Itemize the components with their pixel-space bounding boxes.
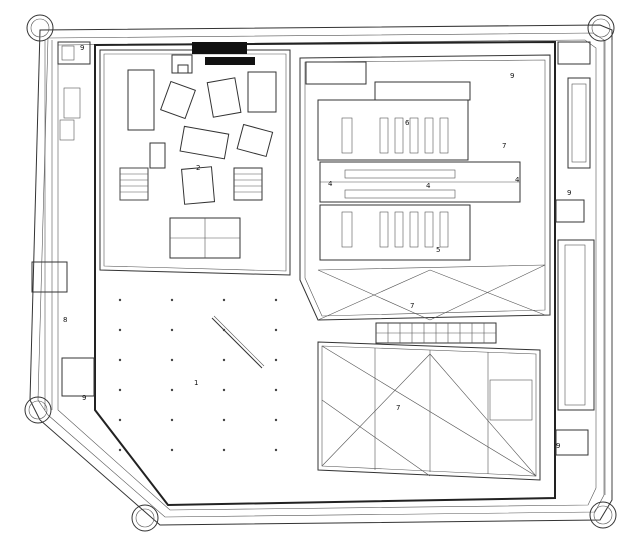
zone-label-7a: 7: [502, 142, 506, 150]
zone-label-9b: 9: [82, 394, 86, 402]
column-marker: [170, 388, 174, 392]
zone-label-4c: 4: [515, 176, 520, 184]
zone-label-6: 6: [405, 119, 410, 127]
column-marker: [274, 298, 278, 302]
zone-label-4b: 4: [426, 182, 431, 190]
corner-columns: [24, 14, 617, 532]
column-marker: [118, 448, 122, 452]
column-marker: [274, 328, 278, 332]
column-marker: [118, 328, 122, 332]
zone-label-9c: 9: [510, 72, 514, 80]
column-marker: [118, 388, 122, 392]
column-marker: [170, 298, 174, 302]
stairs-upper: [341, 117, 449, 248]
left-side-strips: [59, 87, 81, 141]
zone-label-8: 8: [63, 316, 67, 324]
zone-label-7b: 7: [410, 302, 414, 310]
zone-1-area: 1: [118, 298, 278, 452]
header-blocks: [171, 42, 255, 74]
column-marker: [274, 448, 278, 452]
column-marker: [222, 328, 226, 332]
column-left-middle: [24, 396, 52, 424]
zone-2-area: 2: [99, 49, 291, 276]
column-marker: [118, 358, 122, 362]
zone-label-9a: 9: [80, 44, 84, 52]
column-marker: [170, 418, 174, 422]
column-marker: [118, 298, 122, 302]
column-bottom-left: [131, 504, 159, 532]
parking-grid: [375, 322, 497, 344]
column-marker: [222, 418, 226, 422]
zone-label-4a: 4: [328, 180, 333, 188]
column-marker: [222, 448, 226, 452]
column-marker: [170, 358, 174, 362]
right-upper-block: 6 7 4 4 4 5 7: [299, 54, 551, 321]
column-marker: [170, 448, 174, 452]
column-marker: [222, 298, 226, 302]
column-marker: [222, 358, 226, 362]
zone-label-1: 1: [194, 379, 198, 387]
site-boundary: [29, 24, 613, 526]
column-top-right: [587, 14, 615, 42]
zone-label-9d: 9: [567, 189, 571, 197]
zone-label-9e: 9: [556, 442, 560, 450]
column-marker: [274, 358, 278, 362]
slab-outline: [94, 40, 556, 507]
column-marker: [274, 388, 278, 392]
column-marker: [170, 328, 174, 332]
column-top-left: [26, 14, 54, 42]
zone-label-2: 2: [196, 164, 200, 172]
column-marker: [222, 388, 226, 392]
right-lower-block: 7: [317, 341, 541, 481]
zone-label-7c: 7: [396, 404, 400, 412]
column-marker: [274, 418, 278, 422]
right-side-strips: [557, 77, 595, 411]
service-cores: 9 8 9 9 9 9: [31, 41, 591, 456]
zone-label-5: 5: [436, 246, 440, 254]
column-marker: [118, 418, 122, 422]
column-bottom-right: [589, 501, 617, 529]
